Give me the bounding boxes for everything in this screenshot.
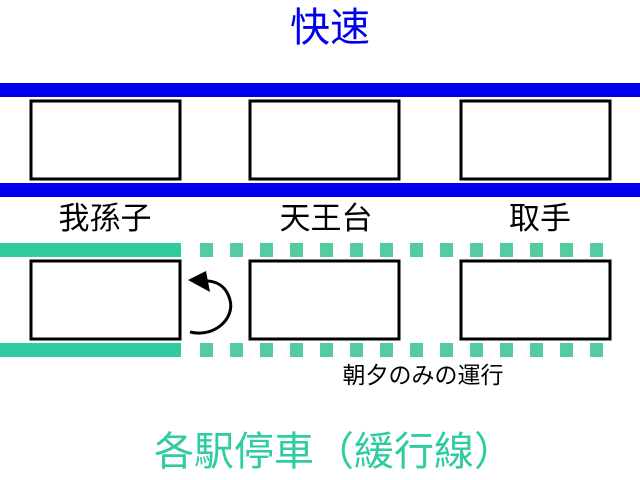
track-dash [350,343,363,357]
track-dash [290,343,303,357]
local-track-lower-solid [0,343,181,357]
track-dash [590,243,603,257]
track-dash [560,343,573,357]
track-dash [350,243,363,257]
track-dash [230,343,243,357]
track-dash [260,343,273,357]
curved-arrow-icon [188,271,233,335]
rapid-line-label: 快速 [290,5,370,51]
track-dash [380,343,393,357]
track-dash [320,343,333,357]
track-dash [260,243,273,257]
local-platform-toride [459,259,612,341]
track-dash [230,243,243,257]
local-service-note: 朝夕のみの運行 [342,363,504,389]
station-name-tennodai: 天王台 [279,201,373,237]
track-dash [410,343,423,357]
local-track-dashed [200,243,603,357]
track-dash [500,343,513,357]
station-name-abiko: 我孫子 [58,201,152,237]
station-name-toride: 取手 [509,201,571,237]
track-dash [530,243,543,257]
track-dash [440,243,453,257]
track-dash [320,243,333,257]
track-dash [440,343,453,357]
track-dash [470,243,483,257]
rapid-track-upper [0,83,640,97]
track-dash [470,343,483,357]
local-line-label: 各駅停車（緩行線） [154,429,514,475]
track-dash [530,343,543,357]
track-dash [410,243,423,257]
rapid-track-lower [0,183,640,197]
local-platform-tennodai [248,259,401,341]
local-platform-abiko [29,259,182,341]
rapid-platform-abiko [29,99,182,181]
rapid-platform-tennodai [248,99,401,181]
track-dash [590,343,603,357]
track-dash [200,243,213,257]
track-dash [380,243,393,257]
rapid-platform-toride [459,99,612,181]
track-dash [560,243,573,257]
local-track-upper-solid [0,243,181,257]
track-dash [500,243,513,257]
track-dash [290,243,303,257]
track-dash [200,343,213,357]
